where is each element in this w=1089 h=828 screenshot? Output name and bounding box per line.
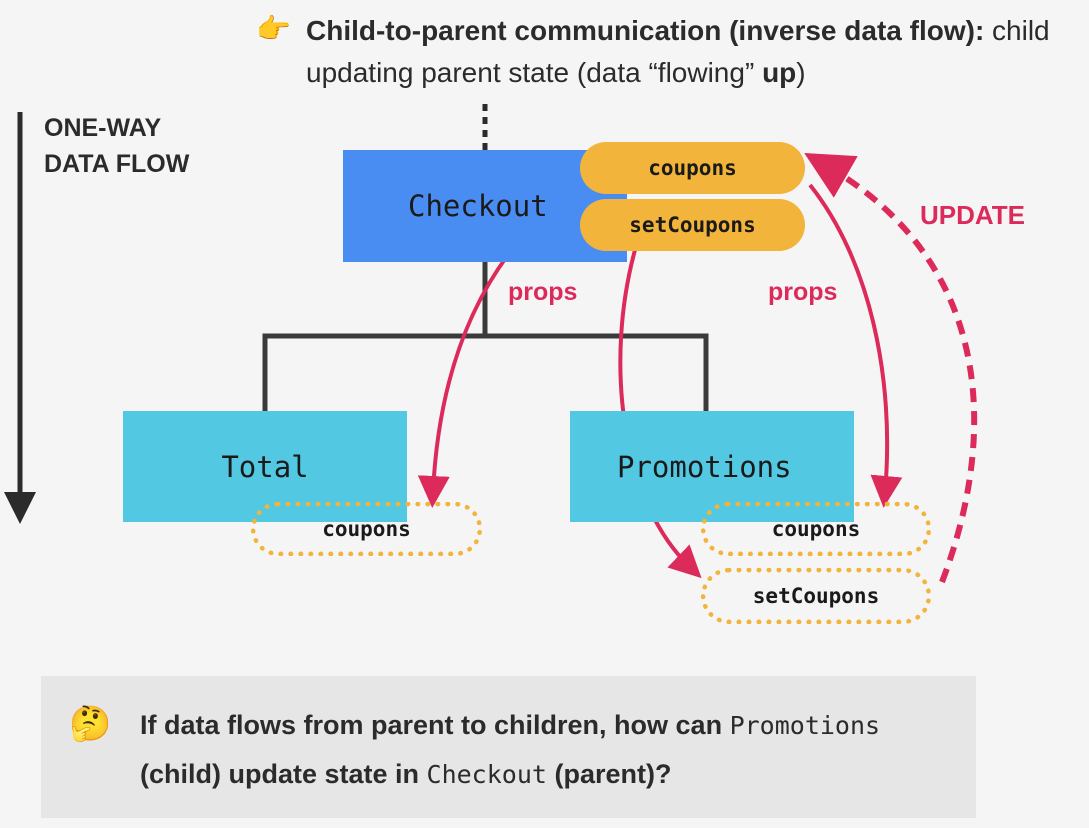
question-part2: (child) update state in (140, 759, 427, 789)
update-label: UPDATE (920, 200, 1025, 230)
flow-label-line2: DATA FLOW (44, 150, 190, 178)
question-part1: If data flows from parent to children, h… (140, 710, 730, 740)
pointing-hand-icon: 👉 (256, 13, 291, 44)
tree-branch-line (262, 333, 709, 411)
question-child-name: Promotions (729, 711, 881, 740)
header-title-rest: child updating parent state (data “flowi… (306, 15, 1050, 88)
header-title-end: ) (796, 57, 806, 88)
checkout-component: Checkout (343, 150, 627, 262)
header-title: Child-to-parent communication (inverse d… (306, 10, 1086, 94)
state-setcoupons-pill: setCoupons (580, 199, 805, 251)
props-arrow-promo-coupons (808, 183, 903, 508)
question-text: If data flows from parent to children, h… (140, 701, 960, 799)
total-component: Total (123, 411, 407, 522)
state-coupons-pill: coupons (580, 142, 805, 194)
update-arrow (804, 153, 978, 584)
header-title-up: up (762, 57, 797, 88)
question-parent-name: Checkout (426, 760, 547, 789)
props-label-left: props (508, 278, 578, 306)
header: 👉 Child-to-parent communication (inverse… (256, 10, 1086, 94)
header-title-bold: Child-to-parent communication (inverse d… (306, 15, 985, 46)
one-way-data-flow-label: ONE-WAY DATA FLOW (44, 110, 189, 182)
total-coupons-prop: coupons (251, 502, 482, 556)
question-box: 🤔 If data flows from parent to children,… (41, 676, 976, 818)
one-way-flow-arrow-head (4, 492, 36, 524)
flow-label-line1: ONE-WAY (44, 114, 162, 142)
props-label-right: props (768, 278, 838, 306)
thinking-face-icon: 🤔 (69, 705, 112, 743)
question-part3: (parent)? (546, 759, 672, 789)
promotions-coupons-prop: coupons (701, 502, 931, 556)
promotions-setcoupons-prop: setCoupons (701, 568, 931, 624)
